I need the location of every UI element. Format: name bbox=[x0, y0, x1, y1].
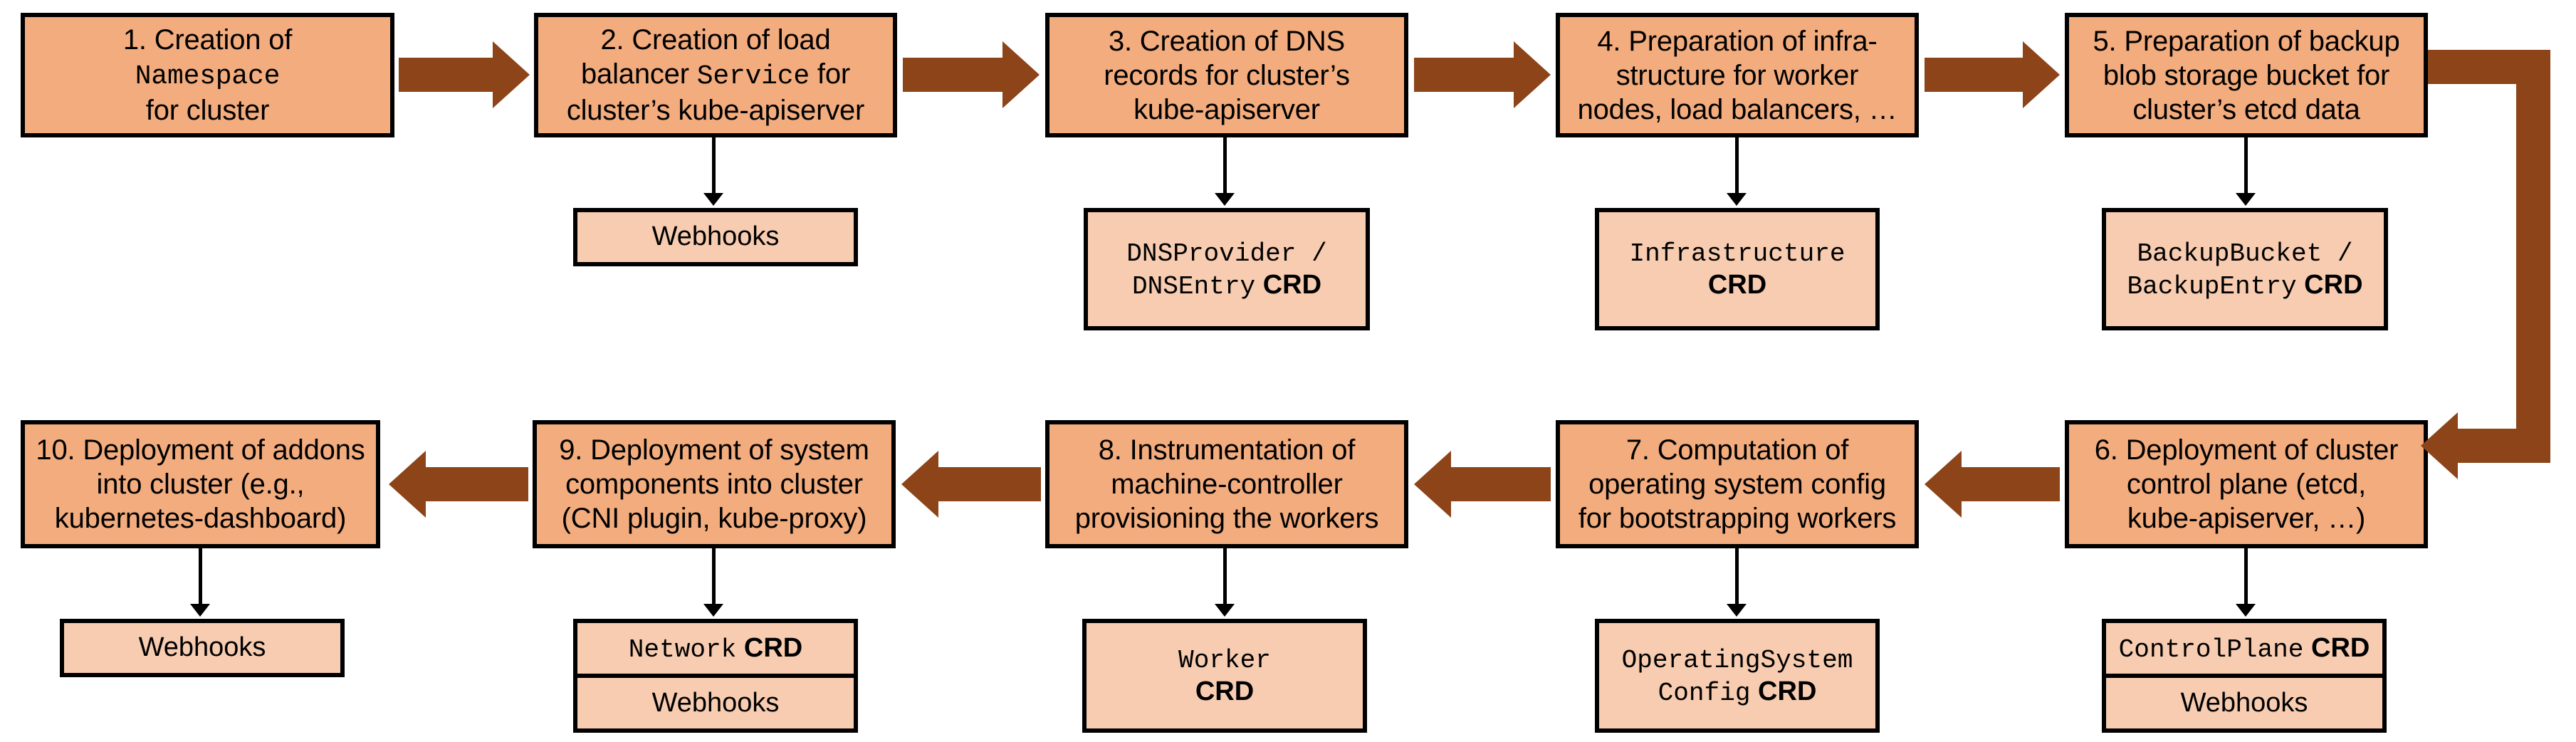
flow-arrow-5-to-6-elbow bbox=[2421, 50, 2576, 498]
artifact-cell-webhooks: Webhooks bbox=[138, 632, 266, 663]
elbow-segment-right bbox=[2516, 50, 2550, 463]
step-box-4[interactable]: 4. Preparation of infra-structure for wo… bbox=[1556, 13, 1919, 137]
connector-arrowhead-step-10 bbox=[190, 604, 210, 617]
connector-step-3 bbox=[1223, 137, 1227, 198]
connector-step-6 bbox=[2244, 548, 2248, 609]
connector-step-10 bbox=[199, 548, 202, 609]
connector-arrowhead-step-3 bbox=[1215, 193, 1235, 206]
artifact-cell-webhooks: Webhooks bbox=[651, 221, 780, 252]
connector-arrowhead-step-5 bbox=[2236, 193, 2256, 206]
connector-step-8 bbox=[1223, 548, 1227, 609]
connector-arrowhead-step-8 bbox=[1215, 604, 1235, 617]
connector-arrowhead-step-4 bbox=[1727, 193, 1747, 206]
artifact-cell-webhooks: Webhooks bbox=[2106, 674, 2382, 728]
connector-step-4 bbox=[1735, 137, 1739, 198]
artifact-box-step-10[interactable]: Webhooks bbox=[60, 619, 345, 677]
artifact-box-step-6[interactable]: ControlPlane CRD Webhooks bbox=[2102, 619, 2387, 733]
connector-step-2 bbox=[712, 137, 716, 198]
elbow-arrowhead bbox=[2421, 412, 2458, 479]
connector-arrowhead-step-7 bbox=[1727, 604, 1747, 617]
artifact-cell-controlplane-crd: ControlPlane CRD bbox=[2118, 632, 2370, 664]
flow-arrow-2-to-3 bbox=[903, 41, 1040, 108]
artifact-box-step-9[interactable]: Network CRD Webhooks bbox=[573, 619, 858, 733]
artifact-box-step-5[interactable]: BackupBucket /BackupEntry CRD bbox=[2102, 208, 2388, 330]
flow-arrow-4-to-5 bbox=[1925, 41, 2060, 108]
connector-step-9 bbox=[712, 548, 716, 609]
flow-arrow-6-to-7 bbox=[1925, 451, 2060, 518]
artifact-cell-network-crd: Network CRD bbox=[628, 632, 803, 664]
artifact-box-step-2[interactable]: Webhooks bbox=[573, 208, 858, 266]
connector-arrowhead-step-6 bbox=[2236, 604, 2256, 617]
connector-step-7 bbox=[1735, 548, 1739, 609]
step-label-4: 4. Preparation of infra-structure for wo… bbox=[1577, 25, 1897, 125]
artifact-cell-dns-crd: DNSProvider /DNSEntry CRD bbox=[1126, 239, 1327, 301]
flow-arrow-7-to-8 bbox=[1414, 451, 1551, 518]
flow-arrow-8-to-9 bbox=[901, 451, 1041, 518]
connector-step-5 bbox=[2244, 137, 2248, 198]
artifact-cell-webhooks: Webhooks bbox=[577, 674, 854, 728]
connector-arrowhead-step-2 bbox=[703, 193, 723, 206]
flow-arrow-1-to-2 bbox=[399, 41, 530, 108]
flow-arrow-9-to-10 bbox=[389, 451, 528, 518]
connector-arrowhead-step-9 bbox=[703, 604, 723, 617]
artifact-cell-backup-crd: BackupBucket /BackupEntry CRD bbox=[2127, 239, 2363, 301]
flow-arrow-3-to-4 bbox=[1414, 41, 1551, 108]
elbow-segment-bottom bbox=[2458, 429, 2550, 463]
artifact-box-step-3[interactable]: DNSProvider /DNSEntry CRD bbox=[1084, 208, 1370, 330]
